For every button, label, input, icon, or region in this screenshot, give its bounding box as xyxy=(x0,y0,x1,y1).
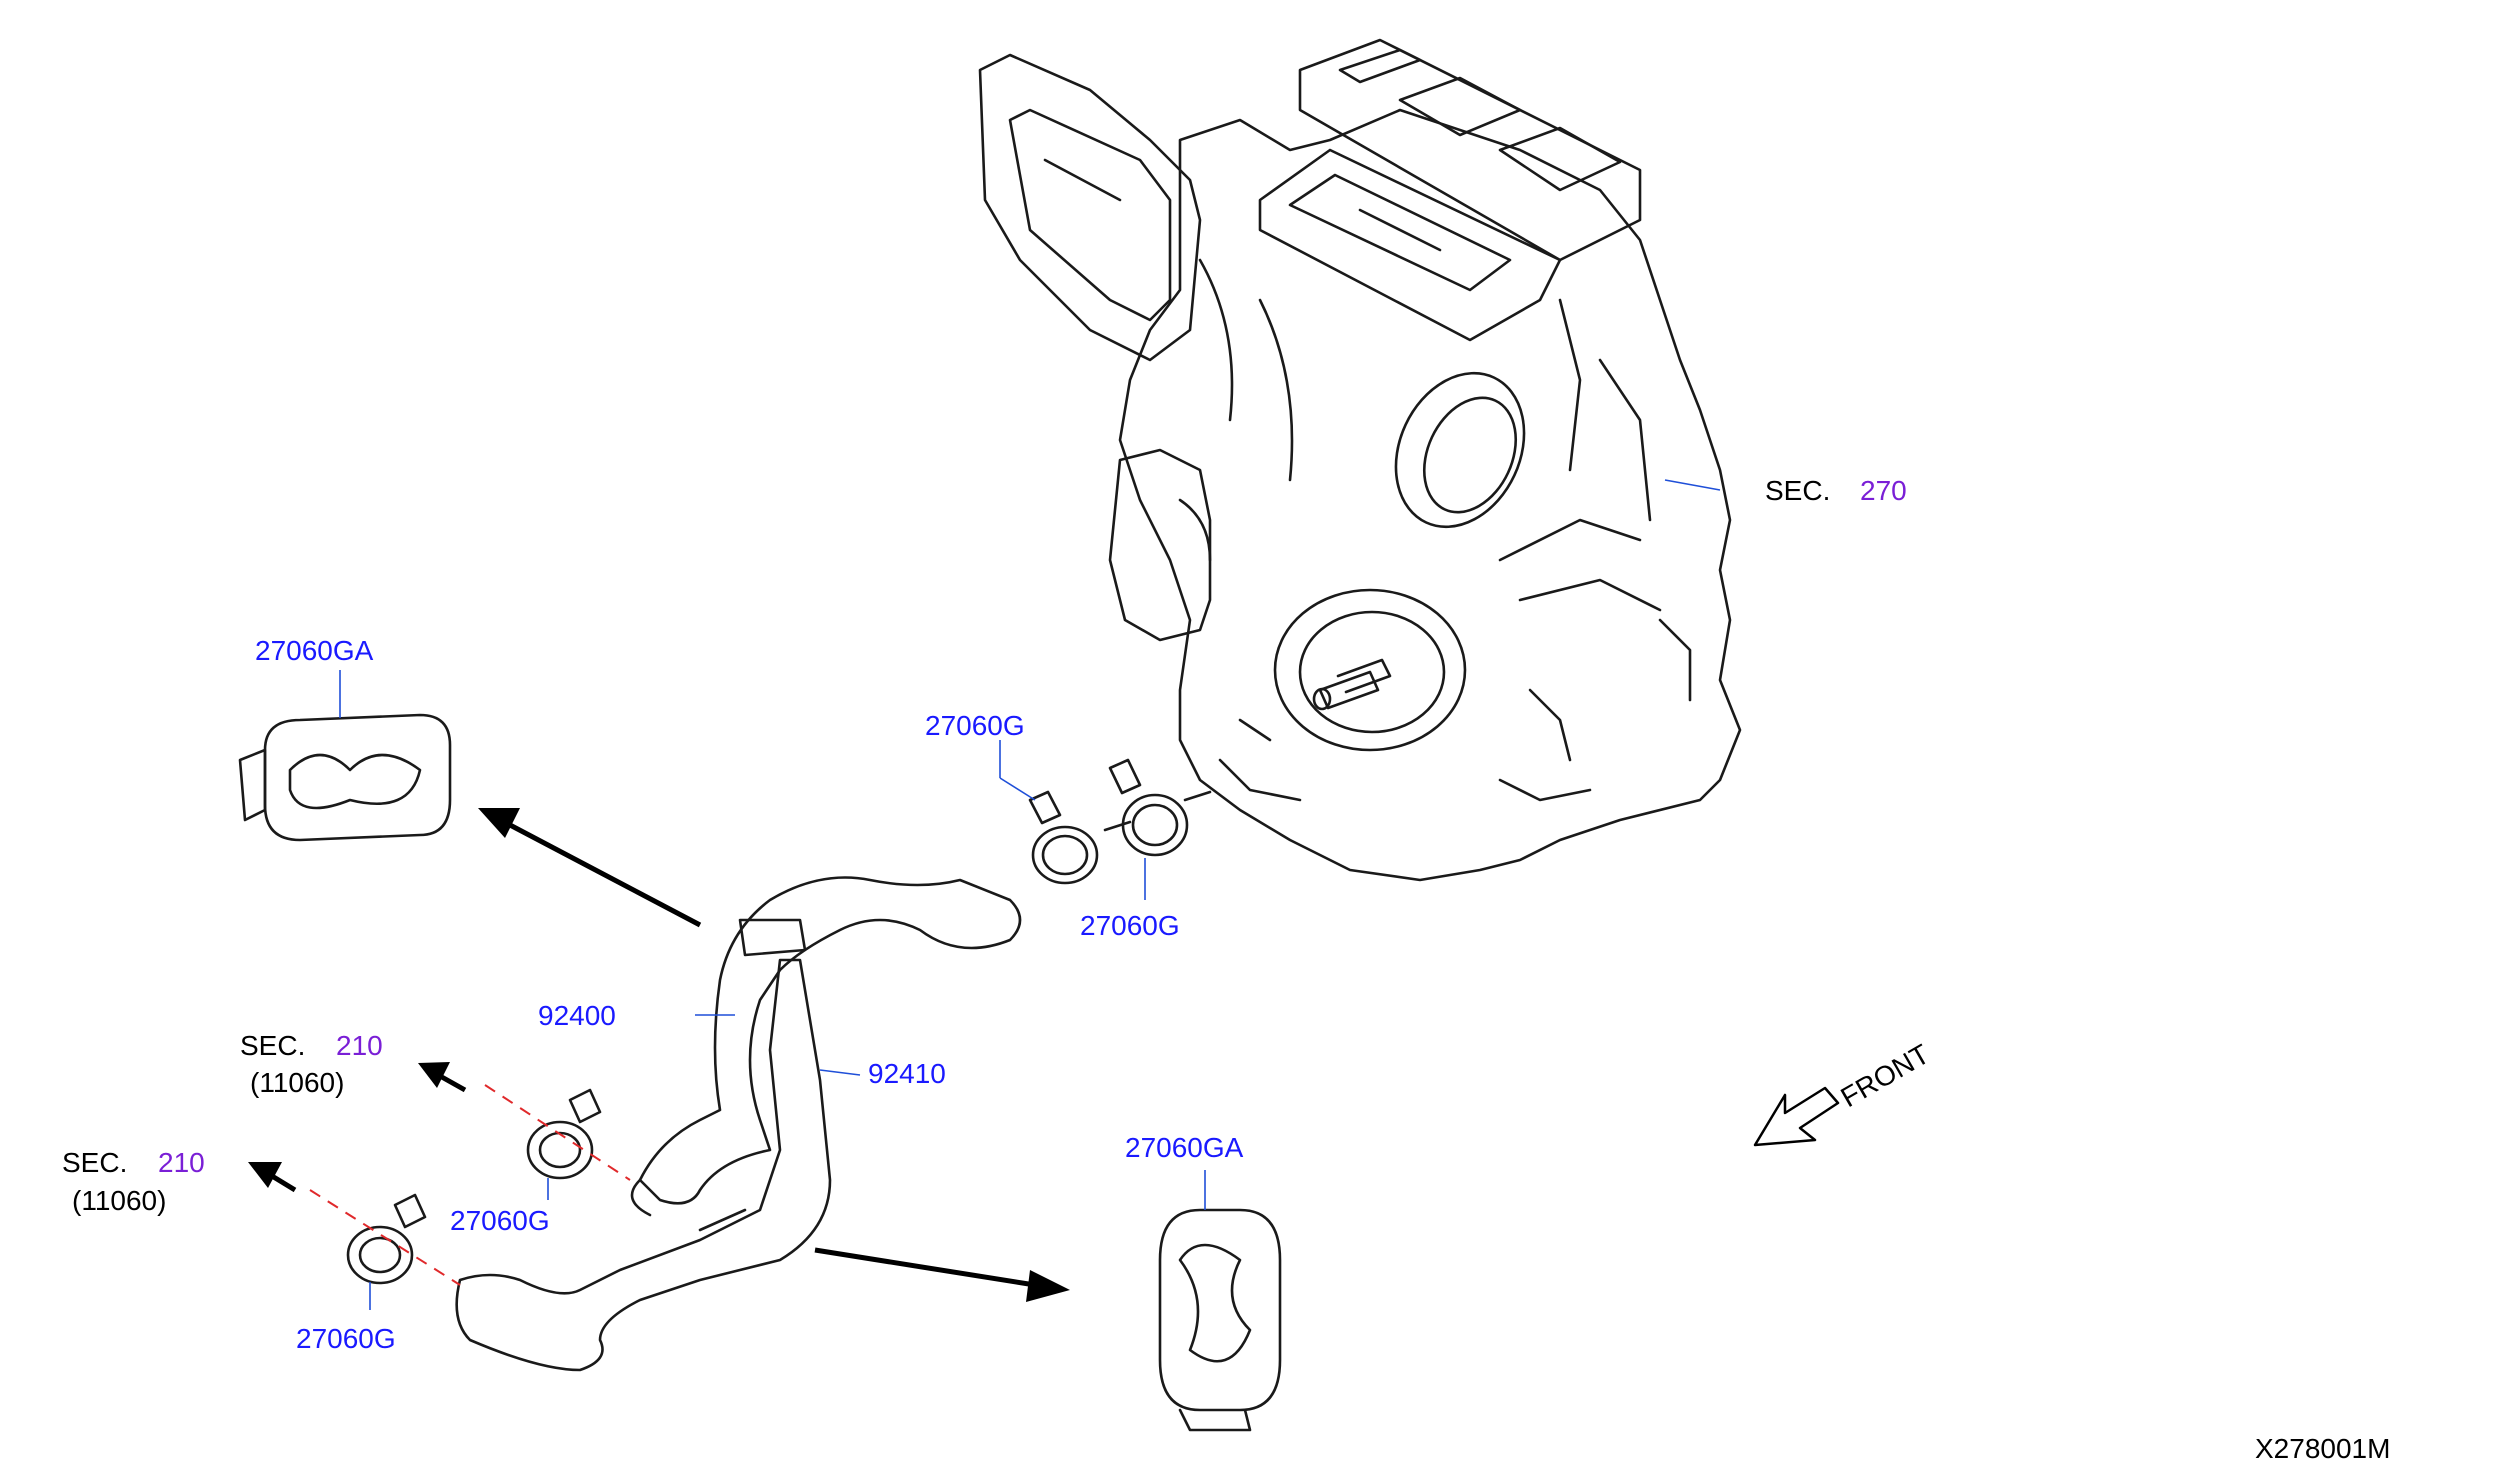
sec-210-a-sub: (11060) xyxy=(250,1067,344,1098)
arrow-to-clip-top xyxy=(478,808,702,928)
sec-210-a-prefix: SEC. xyxy=(240,1030,305,1061)
heater-unit-drawing xyxy=(978,38,1742,882)
heater-hoses-drawing xyxy=(455,876,1022,1372)
clamp-lower-b-drawing xyxy=(346,1193,427,1285)
sec-270-number: 270 xyxy=(1860,475,1907,506)
clip-ga-top-drawing xyxy=(238,713,452,842)
label-clamp-upper-a: 27060G xyxy=(925,710,1025,741)
clip-ga-bottom-drawing xyxy=(1158,1208,1282,1432)
front-label: FRONT xyxy=(1836,1038,1935,1113)
arrow-to-sec-210-b xyxy=(248,1162,297,1193)
label-clamp-lower-b: 27060G xyxy=(296,1323,396,1354)
front-arrow-icon xyxy=(1753,1086,1840,1147)
label-clamp-upper-b: 27060G xyxy=(1080,910,1180,941)
label-clip-ga-top: 27060GA xyxy=(255,635,374,666)
label-hose-outlet: 92410 xyxy=(868,1058,946,1089)
leader-lines xyxy=(339,479,1721,1310)
centerline-upper xyxy=(484,1084,631,1181)
label-clip-ga-bottom: 27060GA xyxy=(1125,1132,1244,1163)
sec-270-callout: SEC. 270 xyxy=(1765,475,1907,506)
sec-210-b-callout: SEC. 210 (11060) xyxy=(62,1147,205,1216)
sec-270-prefix: SEC. xyxy=(1765,475,1830,506)
label-hose-inlet: 92400 xyxy=(538,1000,616,1031)
centerline-lower xyxy=(309,1189,461,1286)
label-clamp-lower-a: 27060G xyxy=(450,1205,550,1236)
sec-210-b-number: 210 xyxy=(158,1147,205,1178)
sec-210-a-number: 210 xyxy=(336,1030,383,1061)
clamp-upper-a-drawing xyxy=(1028,790,1132,885)
clamp-upper-b-drawing xyxy=(1108,758,1212,857)
arrow-to-sec-210-a xyxy=(418,1062,467,1093)
arrow-to-clip-bottom xyxy=(814,1247,1070,1302)
sec-210-a-callout: SEC. 210 (11060) xyxy=(240,1030,383,1098)
clamp-lower-a-drawing xyxy=(526,1088,602,1180)
diagram-id: X278001M xyxy=(2255,1433,2390,1464)
sec-210-b-prefix: SEC. xyxy=(62,1147,127,1178)
sec-210-b-sub: (11060) xyxy=(72,1185,166,1216)
